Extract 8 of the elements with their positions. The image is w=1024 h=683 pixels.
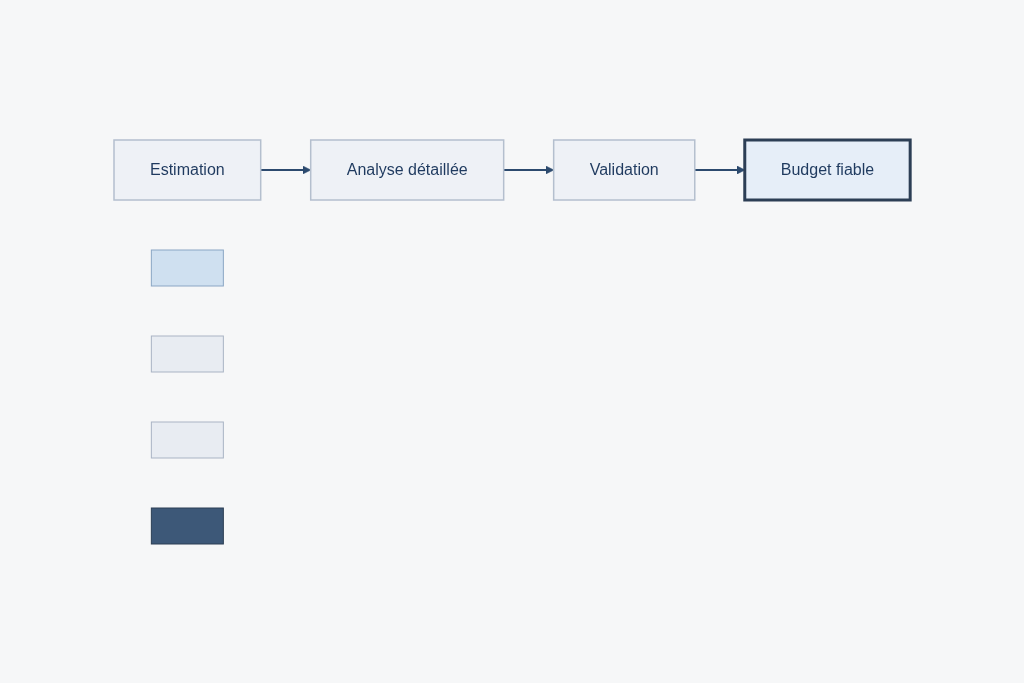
node-box: Budget fiable <box>743 138 912 201</box>
node-box <box>150 421 224 458</box>
node-box: Analyse détaillée <box>309 138 505 201</box>
node-box <box>150 507 224 544</box>
node-box: Estimation <box>113 138 262 201</box>
node-box <box>150 249 224 286</box>
node-box: Validation <box>552 138 696 201</box>
node-box <box>150 335 224 372</box>
